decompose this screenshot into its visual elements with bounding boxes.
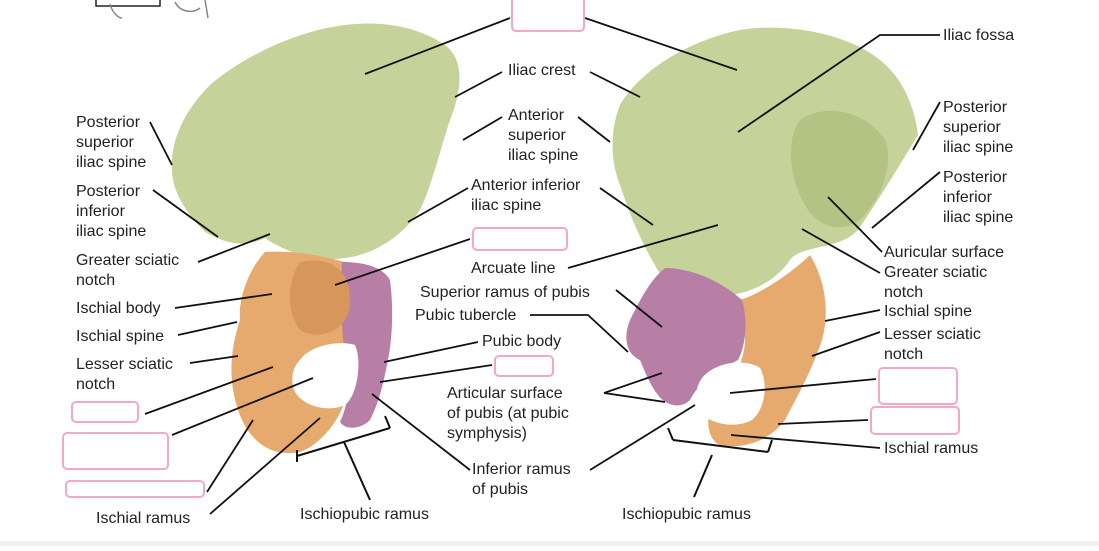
label-piis-right: Posterior inferior iliac spine (943, 169, 1014, 226)
left-ilium (171, 23, 460, 260)
label-ischial-body: Ischial body (76, 300, 161, 317)
leader-lines (144, 17, 941, 515)
leader-auricular (827, 196, 883, 253)
label-ischial-spine-right: Ischial spine (884, 303, 973, 320)
leader-ischial-spine-right (824, 309, 881, 322)
label-iliac-fossa: Iliac fossa (943, 27, 1015, 44)
leader-greater-sciatic-right (801, 228, 881, 274)
label-pubic-tubercle: Pubic tubercle (415, 307, 517, 324)
label-piis-left: Posterior inferior iliac spine (76, 183, 147, 240)
label-iliac-crest: Iliac crest (508, 62, 576, 79)
leader-psis-left (149, 121, 173, 166)
leader-psis-right (912, 101, 941, 151)
leader-iliac-fossa (737, 34, 940, 133)
bottom-scroll-edge (0, 541, 1099, 546)
label-arcuate-line: Arcuate line (471, 260, 556, 277)
leader-pubic-tubercle (530, 314, 629, 353)
blank-label-box-left-1[interactable] (71, 401, 139, 423)
leader-articular-2 (603, 392, 666, 403)
leader-iliac-crest-r (589, 71, 641, 98)
leader-articular-1 (603, 372, 663, 394)
leader-arcuate-line (567, 224, 719, 269)
bracket-ischiopubic-left (296, 415, 391, 501)
brackets (296, 415, 773, 501)
left-acetabulum (289, 260, 351, 335)
right-ilium (612, 27, 918, 297)
label-ischiopubic-left: Ischiopubic ramus (300, 506, 429, 523)
right-hip-bone (612, 27, 918, 447)
leader-box-left-3 (206, 419, 254, 493)
leader-aiis-l (407, 187, 469, 223)
leader-ischial-body (174, 293, 273, 309)
label-articular-surface: Articular surface of pubis (at pubic sym… (447, 385, 569, 442)
left-hip-bone (171, 23, 460, 454)
leader-box-left-1 (144, 366, 274, 415)
label-psis-right: Posterior superior iliac spine (943, 99, 1014, 156)
label-greater-sciatic-right: Greater sciatic notch (884, 264, 988, 301)
left-obturator-foramen (292, 343, 359, 409)
leader-asis-r (577, 116, 611, 143)
leader-superior-ramus (615, 289, 663, 328)
leader-box-right-2 (777, 419, 869, 425)
bracket-ischiopubic-right (667, 427, 773, 498)
leader-aiis-r (599, 187, 654, 226)
blank-label-box-obturator[interactable] (494, 355, 554, 377)
blank-label-box-left-2[interactable] (62, 432, 169, 470)
label-anterior-superior-iliac-spine: Anterior superior iliac spine (508, 107, 579, 164)
label-ischial-ramus-left: Ischial ramus (96, 510, 191, 527)
blank-label-box-right-1[interactable] (878, 367, 958, 405)
blank-label-box-right-2[interactable] (870, 406, 960, 435)
thumbnail-icon (95, 0, 209, 19)
leader-iliac-crest-l (454, 71, 503, 98)
leader-obturator (379, 364, 493, 383)
label-lesser-sciatic-left: Lesser sciatic notch (76, 356, 173, 393)
leader-lesser-sciatic-right (811, 331, 881, 357)
label-anterior-inferior-iliac-spine: Anterior inferior iliac spine (471, 177, 581, 214)
label-superior-ramus: Superior ramus of pubis (420, 284, 590, 301)
leader-piis-right (871, 171, 941, 229)
leader-ischial-ramus-right (730, 434, 881, 449)
label-inferior-ramus: Inferior ramus of pubis (472, 461, 571, 498)
leader-ischial-ramus-left (209, 417, 321, 515)
label-ischiopubic-right: Ischiopubic ramus (622, 506, 751, 523)
leader-asis-l (462, 116, 503, 141)
blank-label-box-acetabulum[interactable] (472, 227, 568, 251)
blank-label-box-top[interactable] (511, 0, 585, 32)
blank-label-box-left-3[interactable] (65, 480, 205, 498)
label-ischial-spine-left: Ischial spine (76, 328, 165, 345)
label-greater-sciatic-left: Greater sciatic notch (76, 252, 180, 289)
leader-top-left (364, 17, 511, 75)
leader-piis-left (152, 189, 219, 238)
label-auricular-surface: Auricular surface (884, 244, 1005, 261)
right-auricular-shade (790, 110, 889, 228)
leader-ischial-spine-left (177, 321, 238, 336)
leader-inferior-ramus-r (589, 404, 696, 471)
leader-top-right (584, 17, 738, 71)
leader-box-left-2 (171, 377, 314, 436)
label-lesser-sciatic-right: Lesser sciatic notch (884, 326, 981, 363)
leader-acetabulum (334, 238, 471, 286)
leader-pubic-body (383, 341, 479, 363)
label-ischial-ramus-right: Ischial ramus (884, 440, 979, 457)
label-pubic-body: Pubic body (482, 333, 562, 350)
leader-lesser-sciatic-left (189, 355, 239, 364)
leader-inferior-ramus-l (371, 393, 471, 471)
leader-box-right-1 (729, 378, 877, 394)
leader-greater-sciatic-left (197, 233, 271, 263)
label-psis-left: Posterior superior iliac spine (76, 114, 147, 171)
